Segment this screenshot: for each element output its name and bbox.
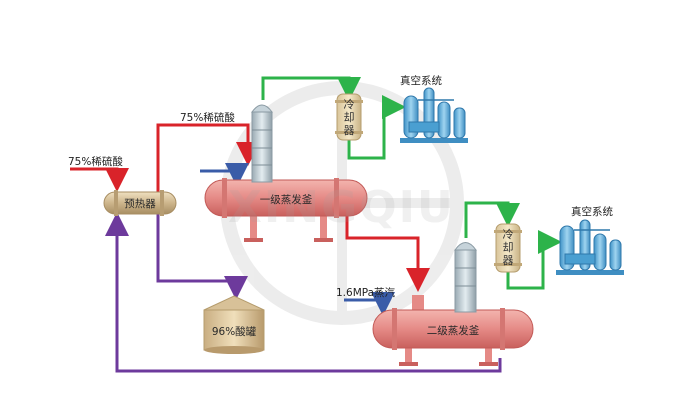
steam-label: 1.6MPa蒸汽	[336, 287, 396, 299]
column-2	[454, 242, 477, 313]
evaporator-2	[372, 295, 534, 366]
vacuum-system-1-label: 真空系统	[400, 75, 442, 87]
product-tank-label: 96%酸罐	[211, 326, 257, 338]
vacuum-line-2	[506, 230, 562, 290]
product-line	[156, 213, 248, 300]
vacuum-system-2-label: 真空系统	[571, 206, 613, 218]
steam-line-2	[344, 292, 395, 316]
acid-to-evaporator-line	[156, 123, 260, 196]
acid-to-evaporator-label: 75%稀硫酸	[180, 112, 235, 124]
preheater-label: 预热器	[124, 198, 156, 210]
product-tank	[203, 295, 265, 354]
steam-line-1	[200, 163, 249, 187]
evaporator-1	[204, 178, 368, 242]
vacuum-system-1	[400, 87, 468, 143]
vacuum-system-2	[556, 219, 624, 275]
condenser-1	[335, 93, 363, 141]
evaporator-1-label: 一级蒸发釜	[259, 194, 313, 206]
condenser-1-label: 冷却器	[343, 98, 355, 137]
condenser-2	[494, 223, 522, 273]
vapor-line-1	[261, 76, 361, 101]
condenser-2-label: 冷却器	[502, 228, 514, 267]
watermark-text: XINGQIU	[228, 182, 455, 233]
preheater	[103, 190, 177, 216]
transfer-line-1-to-2	[345, 215, 430, 292]
feed-acid-line	[70, 167, 129, 192]
vapor-line-2	[464, 201, 520, 238]
return-line	[105, 212, 502, 373]
column-1	[251, 104, 273, 183]
feed-acid-label: 75%稀硫酸	[68, 156, 123, 168]
vacuum-line-1	[347, 95, 406, 160]
evaporator-2-label: 二级蒸发釜	[426, 325, 480, 337]
